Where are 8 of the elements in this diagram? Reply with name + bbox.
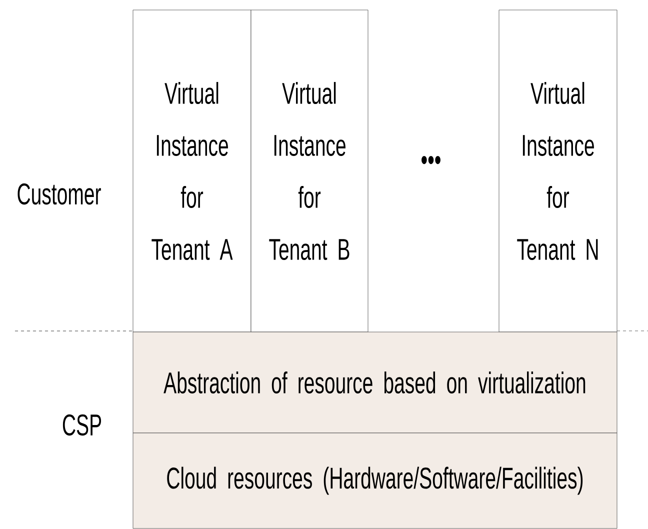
tenant-box: Virtual Instance for Tenant B (250, 10, 368, 332)
ellipsis-dots: ••• (422, 156, 440, 164)
layer-box: Cloud resources (Hardware/Software/Facilities) (132, 432, 618, 529)
layer-box: Abstraction of resource based on virtualization (132, 332, 618, 434)
category-label: Customer (18, 183, 101, 205)
tenant-box: Virtual Instance for Tenant N (498, 10, 618, 332)
category-label: CSP (62, 414, 102, 436)
tenant-box: Virtual Instance for Tenant A (132, 10, 252, 332)
